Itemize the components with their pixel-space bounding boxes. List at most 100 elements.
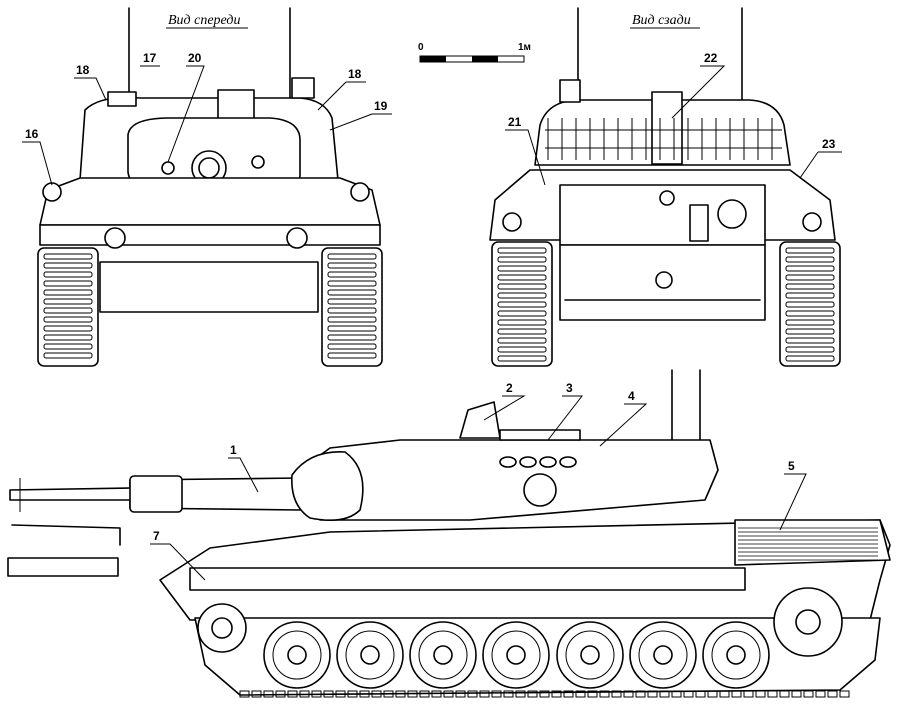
track-link bbox=[43, 325, 93, 332]
track-link bbox=[327, 253, 377, 260]
track-pad bbox=[695, 690, 706, 698]
smoke-discharger bbox=[499, 456, 517, 468]
track-link bbox=[497, 256, 547, 263]
leader-16 bbox=[22, 141, 53, 186]
smoke-discharger bbox=[559, 456, 577, 468]
road-wheel-hub bbox=[726, 645, 746, 665]
callout-22: 22 bbox=[704, 51, 718, 65]
track-link bbox=[327, 316, 377, 323]
front-upper-hull bbox=[39, 177, 381, 226]
track-pad bbox=[551, 690, 562, 698]
rear-view-title: Вид сзади bbox=[632, 13, 691, 28]
track-link bbox=[497, 319, 547, 326]
track-pad bbox=[659, 690, 670, 698]
track-link bbox=[497, 274, 547, 281]
rear-light-left bbox=[502, 212, 522, 232]
track-pad bbox=[791, 690, 802, 698]
rear-tow-hook bbox=[655, 271, 673, 289]
front-sight-box bbox=[217, 89, 255, 121]
track-pad bbox=[815, 690, 826, 698]
track-link bbox=[497, 265, 547, 272]
front-gun-muzzle-inner bbox=[198, 157, 220, 179]
road-wheel-rim bbox=[565, 630, 615, 680]
leader-4 bbox=[599, 403, 648, 447]
callout-23: 23 bbox=[822, 137, 836, 151]
rear-light-right bbox=[802, 212, 822, 232]
track-link bbox=[497, 310, 547, 317]
road-wheel-rim bbox=[711, 630, 761, 680]
side-turret-roof-rack bbox=[499, 429, 581, 441]
callout-7: 7 bbox=[153, 529, 160, 543]
side-barrel-break-line bbox=[11, 524, 121, 546]
front-glacis bbox=[39, 224, 381, 246]
track-pad bbox=[803, 690, 814, 698]
scale-bar-start-label: 0 bbox=[418, 42, 424, 53]
track-pad bbox=[347, 690, 358, 698]
track-link bbox=[327, 325, 377, 332]
road-wheel-hub bbox=[360, 645, 380, 665]
track-pad bbox=[755, 690, 766, 698]
track-link bbox=[43, 343, 93, 350]
rear-exhaust-cap bbox=[717, 199, 747, 229]
track-link bbox=[497, 292, 547, 299]
track-link bbox=[43, 352, 93, 359]
side-idler-hub bbox=[211, 617, 233, 639]
front-headlight-left bbox=[104, 227, 126, 249]
front-view: Вид спереди 16 bbox=[22, 7, 392, 367]
side-skirt-rail bbox=[189, 567, 746, 591]
road-wheel-rim bbox=[418, 630, 468, 680]
road-wheel-rim bbox=[345, 630, 395, 680]
track-link bbox=[785, 328, 835, 335]
track-pad bbox=[491, 690, 502, 698]
track-pad bbox=[455, 690, 466, 698]
leader-18-right bbox=[317, 81, 366, 111]
road-wheel-hub bbox=[433, 645, 453, 665]
scale-bar: 0 1м bbox=[418, 42, 531, 63]
track-pad bbox=[335, 690, 346, 698]
track-pad bbox=[611, 690, 622, 698]
track-pad bbox=[419, 690, 430, 698]
track-link bbox=[43, 298, 93, 305]
track-pad bbox=[599, 690, 610, 698]
callout-20: 20 bbox=[188, 51, 202, 65]
track-link bbox=[327, 280, 377, 287]
track-link bbox=[327, 298, 377, 305]
track-link bbox=[43, 316, 93, 323]
leader-5 bbox=[779, 473, 807, 531]
track-pad bbox=[623, 690, 634, 698]
track-pad bbox=[515, 690, 526, 698]
rear-snorkel-box bbox=[651, 91, 683, 165]
leader-22 bbox=[671, 65, 726, 119]
road-wheel-rim bbox=[272, 630, 322, 680]
track-link bbox=[785, 310, 835, 317]
rear-jerrycan bbox=[689, 204, 709, 242]
leader-21 bbox=[505, 129, 546, 186]
callout-19: 19 bbox=[374, 99, 388, 113]
track-pad bbox=[467, 690, 478, 698]
side-barrel-section bbox=[7, 557, 119, 577]
track-link bbox=[43, 334, 93, 341]
track-pad bbox=[827, 690, 838, 698]
track-pad bbox=[287, 690, 298, 698]
road-wheel-rim bbox=[491, 630, 541, 680]
callout-17: 17 bbox=[143, 51, 157, 65]
front-track-left bbox=[37, 247, 99, 367]
track-pad bbox=[767, 690, 778, 698]
scale-bar-segment-3 bbox=[472, 56, 498, 62]
callout-21: 21 bbox=[508, 115, 522, 129]
side-road-wheels bbox=[263, 621, 770, 689]
track-pad bbox=[683, 690, 694, 698]
front-hatch-left bbox=[107, 91, 137, 107]
track-link bbox=[785, 337, 835, 344]
track-link bbox=[43, 271, 93, 278]
track-pad bbox=[671, 690, 682, 698]
track-pad bbox=[707, 690, 718, 698]
track-link bbox=[497, 328, 547, 335]
front-coax-port bbox=[161, 161, 175, 175]
rear-stowage-bracket bbox=[659, 190, 675, 206]
front-track-right bbox=[321, 247, 383, 367]
track-link bbox=[785, 301, 835, 308]
track-pad bbox=[371, 690, 382, 698]
track-pad bbox=[239, 690, 250, 698]
track-link bbox=[785, 346, 835, 353]
